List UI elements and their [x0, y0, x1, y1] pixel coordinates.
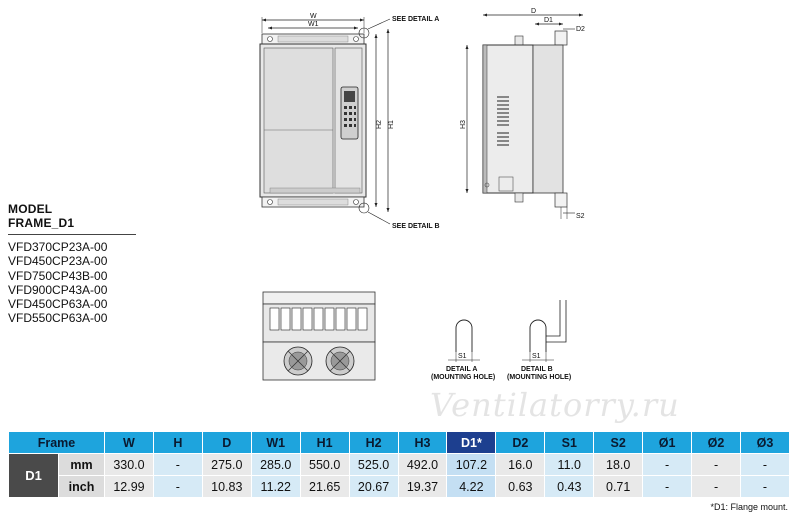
- table-cell: 0.63: [495, 475, 546, 498]
- table-cell: 12.99: [104, 475, 154, 498]
- dim-w-label: W: [310, 13, 317, 20]
- model-item: VFD450CP63A-00: [8, 297, 108, 312]
- mounting-hole-details: S1 DETAIL A (MOUNTING HOLE) S1 DETAIL B …: [431, 300, 571, 381]
- dim-h2-label: H2: [376, 120, 383, 129]
- table-header-cell: Ø2: [691, 431, 741, 454]
- table-header-cell: H3: [397, 431, 448, 454]
- table-cell: 4.22: [446, 475, 497, 498]
- table-cell: 492.0: [397, 453, 448, 476]
- table-header-cell: D2: [495, 431, 546, 454]
- dim-d2-label: D2: [576, 26, 585, 33]
- table-cell: 525.0: [348, 453, 399, 476]
- table-cell: 107.2: [446, 453, 497, 476]
- table-header-cell: H: [152, 431, 203, 454]
- table-cell: 285.0: [250, 453, 301, 476]
- table-cell: 11.0: [544, 453, 595, 476]
- table-header-cell: W1: [250, 431, 301, 454]
- table-cell: -: [691, 475, 741, 498]
- table-cell: 10.83: [201, 475, 252, 498]
- table-cell: 19.37: [397, 475, 448, 498]
- detail-a-s1-label: S1: [458, 353, 467, 360]
- table-header-cell: S2: [593, 431, 644, 454]
- table-cell: 550.0: [299, 453, 350, 476]
- model-item: VFD900CP43A-00: [8, 282, 108, 297]
- dim-w1-label: W1: [308, 21, 319, 28]
- table-cell: -: [642, 453, 693, 476]
- table-cell: 18.0: [593, 453, 644, 476]
- table-row: D1 mm 330.0 - 275.0 285.0 550.0 525.0 49…: [8, 453, 791, 498]
- table-header-row: Frame W H D W1 H1 H2 H3 D1* D2 S1 S2 Ø1 …: [8, 431, 791, 454]
- table-header-cell: W: [104, 431, 154, 454]
- table-cell: 0.71: [593, 475, 644, 498]
- model-item: VFD750CP43B-00: [8, 268, 108, 283]
- watermark: Ventilatorry.ru: [430, 386, 680, 424]
- model-divider: [8, 234, 136, 235]
- dim-h1-label: H1: [388, 120, 395, 129]
- dim-d1-label: D1: [544, 17, 553, 24]
- table-header-cell: Ø3: [739, 431, 791, 454]
- dim-s2-label: S2: [576, 213, 585, 220]
- bottom-view-drawing: [262, 291, 376, 381]
- dim-h3-label: H3: [460, 120, 467, 129]
- table-cell: -: [739, 475, 791, 498]
- table-cell: 21.65: [299, 475, 350, 498]
- detail-b-s1-label: S1: [532, 353, 541, 360]
- table-header-cell: D: [201, 431, 252, 454]
- table-header-cell: S1: [544, 431, 595, 454]
- table-header-cell: H1: [299, 431, 350, 454]
- table-cell: -: [152, 453, 203, 476]
- table-header-cell: Ø1: [642, 431, 693, 454]
- side-view-drawing: D D1 D2 H3 S2: [460, 8, 585, 220]
- model-heading: MODEL: [8, 202, 53, 216]
- unit-cell: mm: [58, 453, 105, 476]
- see-detail-a-label: SEE DETAIL A: [392, 16, 439, 23]
- dim-d-label: D: [531, 8, 536, 15]
- frame-cell: D1: [8, 453, 59, 498]
- detail-a-subtitle: (MOUNTING HOLE): [431, 374, 495, 381]
- table-header-cell-highlight: D1*: [446, 431, 497, 454]
- table-header-cell: Frame: [8, 431, 105, 454]
- table-cell: 0.43: [544, 475, 595, 498]
- frame-name: FRAME_D1: [8, 216, 75, 230]
- detail-b-title: DETAIL B: [521, 366, 553, 373]
- detail-a-title: DETAIL A: [446, 366, 477, 373]
- detail-b-subtitle: (MOUNTING HOLE): [507, 374, 571, 381]
- front-view-drawing: W W1 SEE DETAIL A SEE DETAIL B H2 H1: [259, 13, 440, 230]
- table-cell: -: [739, 453, 791, 476]
- model-list-block: MODEL FRAME_D1 VFD370CP23A-00 VFD450CP23…: [8, 202, 136, 326]
- see-detail-b-label: SEE DETAIL B: [392, 223, 440, 230]
- model-item: VFD450CP23A-00: [8, 254, 108, 269]
- unit-cell: inch: [58, 475, 105, 498]
- table-cell: 11.22: [250, 475, 301, 498]
- table-row: inch 12.99 - 10.83 11.22 21.65 20.67 19.…: [9, 475, 791, 498]
- flange-footnote: *D1: Flange mount.: [710, 502, 788, 512]
- table-cell: -: [642, 475, 693, 498]
- dimension-table: Frame W H D W1 H1 H2 H3 D1* D2 S1 S2 Ø1 …: [8, 431, 791, 498]
- table-cell: 330.0: [104, 453, 154, 476]
- table-cell: -: [691, 453, 741, 476]
- model-item: VFD550CP63A-00: [8, 311, 108, 326]
- table-cell: 275.0: [201, 453, 252, 476]
- table-cell: -: [152, 475, 203, 498]
- table-cell: 20.67: [348, 475, 399, 498]
- model-item: VFD370CP23A-00: [8, 240, 108, 254]
- table-cell: 16.0: [495, 453, 546, 476]
- table-header-cell: H2: [348, 431, 399, 454]
